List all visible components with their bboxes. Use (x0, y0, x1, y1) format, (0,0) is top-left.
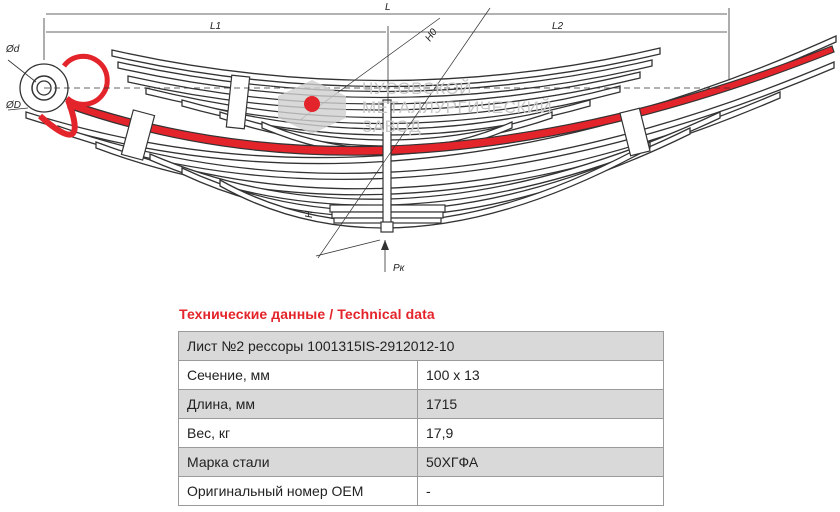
watermark-line-2: МЕТАЛЛУРГИЧЕСКИЙ (362, 98, 552, 117)
clamp-middle (225, 74, 251, 130)
dim-label-total-length: L (385, 2, 391, 13)
row-label: Сечение, мм (178, 360, 418, 390)
row-value: - (417, 476, 664, 506)
table-row: Длина, мм 1715 (178, 389, 664, 419)
highlighted-leaf-2 (38, 45, 835, 156)
spring-leaf (57, 61, 835, 180)
dim-label-right-length: L2 (552, 21, 564, 32)
row-value: 17,9 (417, 418, 664, 448)
dim-label-eye-outer: ØD (5, 100, 21, 111)
watermark-line-1: ЧУСОВСКОЙ (362, 79, 472, 98)
row-label: Марка стали (178, 447, 418, 477)
table-header-row: Лист №2 рессоры 1001315IS-2912012-10 (178, 331, 664, 361)
row-label: Оригинальный номер OEM (178, 476, 418, 506)
clamp-right (619, 107, 651, 157)
leaf-spring-drawing: L L1 L2 H0 H Pк Ød ØD ЧУСОВСКОЙ МЕТАЛЛУР… (5, 2, 837, 274)
technical-data-title: Технические данные / Technical data (179, 306, 435, 322)
dim-label-height-zero: H0 (423, 27, 440, 44)
spring-eye (19, 53, 110, 113)
dimension-lines (7, 7, 735, 272)
dim-label-load: Pк (393, 263, 406, 274)
leaf-clamps (120, 74, 651, 161)
technical-data-table: Лист №2 рессоры 1001315IS-2912012-10 Сеч… (178, 331, 664, 506)
dim-label-left-length: L1 (210, 21, 221, 32)
table-row: Марка стали 50ХГФА (178, 447, 664, 477)
center-bolt (329, 99, 446, 233)
row-label: Вес, кг (178, 418, 418, 448)
logo-dot (304, 96, 320, 112)
load-arrow (381, 240, 389, 250)
dim-label-height: H (304, 210, 315, 218)
table-row: Вес, кг 17,9 (178, 418, 664, 448)
table-row: Сечение, мм 100 x 13 (178, 360, 664, 390)
table-header-cell: Лист №2 рессоры 1001315IS-2912012-10 (178, 331, 664, 361)
row-value: 100 x 13 (417, 360, 664, 390)
dim-label-eye-inner: Ød (5, 44, 20, 55)
table-row: Оригинальный номер OEM - (178, 476, 664, 506)
row-value: 1715 (417, 389, 664, 419)
row-value: 50ХГФА (417, 447, 664, 477)
spring-leaf (149, 110, 721, 206)
clamp-left (120, 109, 156, 161)
watermark-line-3: ЗАВОД (362, 117, 421, 136)
watermark-logo: ЧУСОВСКОЙ МЕТАЛЛУРГИЧЕСКИЙ ЗАВОД (278, 79, 552, 136)
row-label: Длина, мм (178, 389, 418, 419)
